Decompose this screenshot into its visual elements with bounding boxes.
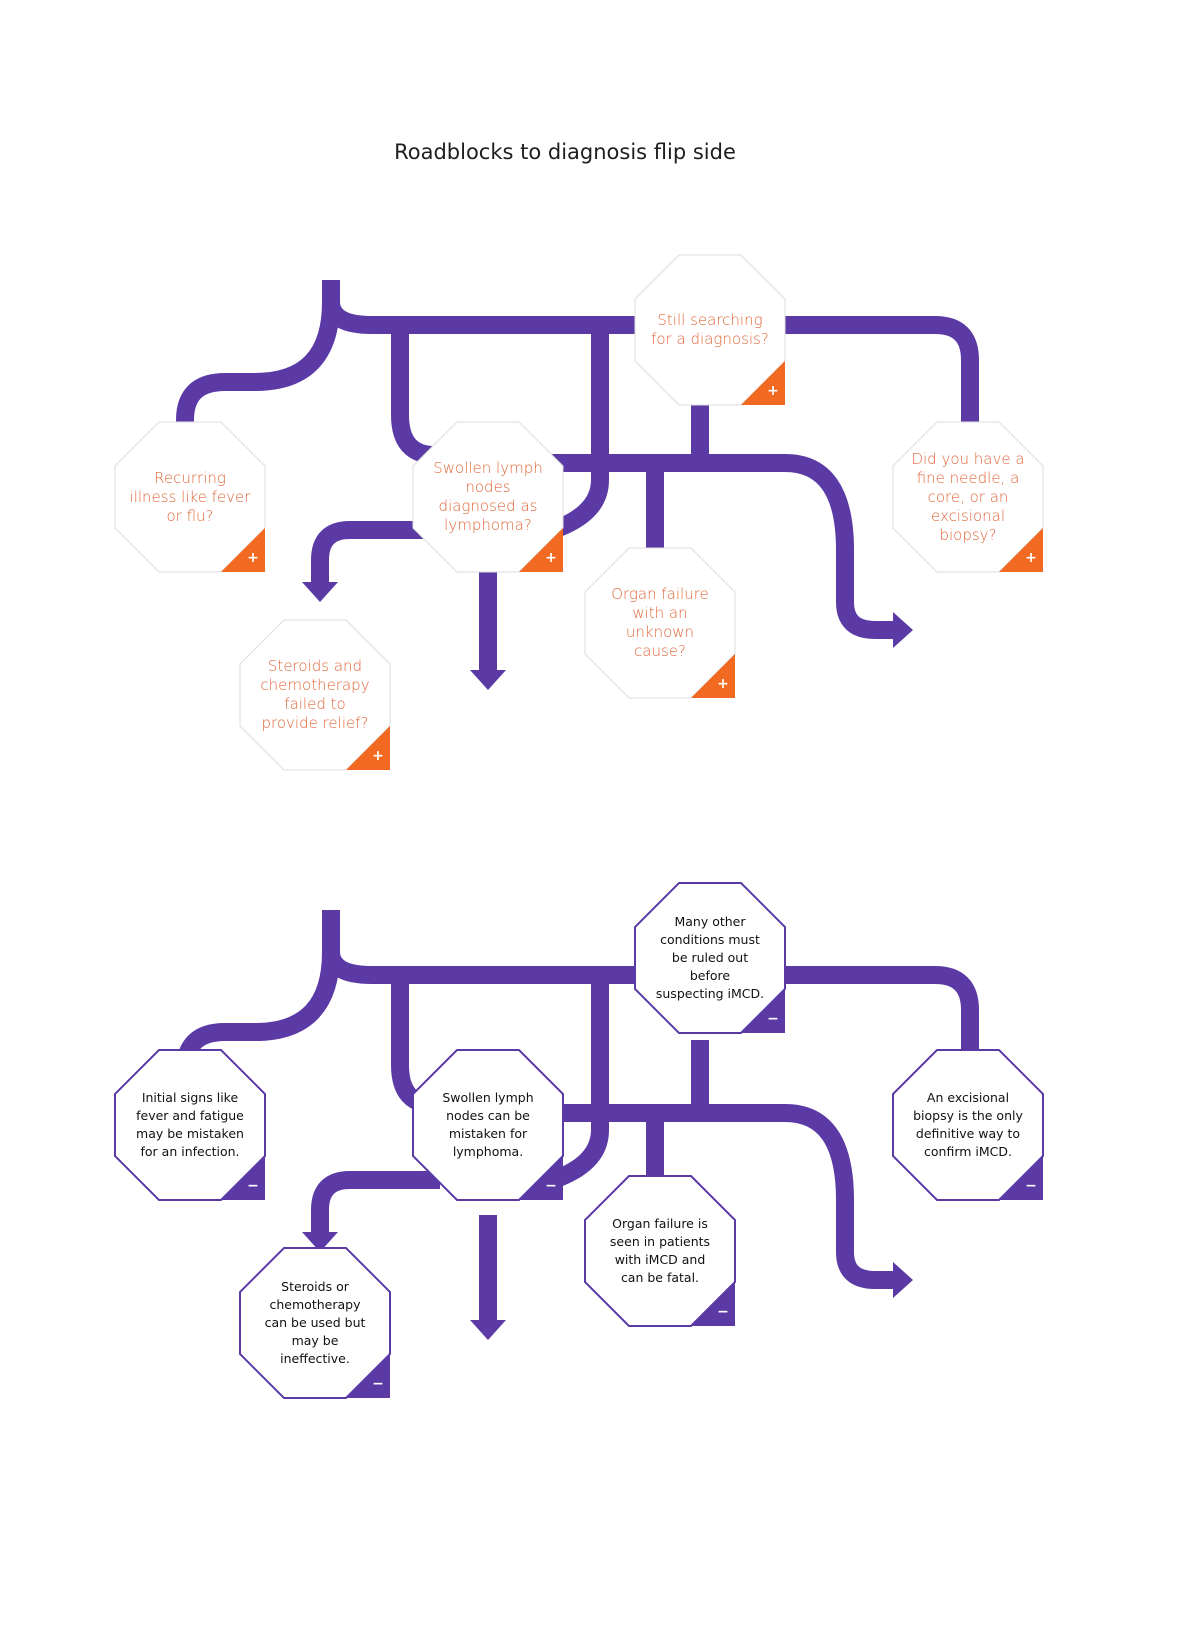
answer-card-still-searching[interactable]: Many other conditions must be ruled out … — [634, 882, 786, 1034]
minus-icon[interactable]: − — [767, 1011, 779, 1027]
answer-text: Many other conditions must be ruled out … — [655, 914, 765, 1001]
minus-icon[interactable]: − — [372, 1376, 384, 1392]
answer-card-recurring-illness[interactable]: Initial signs like fever and fatigue may… — [114, 1049, 266, 1201]
arrow-down — [470, 1320, 506, 1340]
answer-card-fine-needle[interactable]: An excisional biopsy is the only definit… — [892, 1049, 1044, 1201]
question-card-steroids[interactable]: Steroids and chemotherapy failed to prov… — [239, 619, 391, 771]
plus-icon[interactable]: + — [247, 550, 259, 566]
minus-icon[interactable]: − — [717, 1304, 729, 1320]
question-text: Recurring illness like fever or flu? — [129, 468, 251, 525]
answer-text: Steroids or chemotherapy can be used but… — [264, 1279, 366, 1366]
road-right-exit — [545, 1104, 900, 1289]
plus-icon[interactable]: + — [372, 748, 384, 764]
question-text: Did you have a fine needle, a core, or a… — [911, 449, 1025, 544]
answer-card-organ-failure[interactable]: Organ failure is seen in patients with i… — [584, 1175, 736, 1327]
arrow-down — [470, 670, 506, 690]
road-left-branch — [176, 301, 340, 430]
arrow-down-left — [302, 1232, 338, 1252]
question-card-still-searching[interactable]: Still searching for a diagnosis? + — [634, 254, 786, 406]
plus-icon[interactable]: + — [1025, 550, 1037, 566]
arrow-right — [893, 612, 913, 648]
question-card-swollen-lymph[interactable]: Swollen lymph nodes diagnosed as lymphom… — [412, 421, 564, 573]
question-card-recurring-illness[interactable]: Recurring illness like fever or flu? + — [114, 421, 266, 573]
question-card-organ-failure[interactable]: Organ failure with an unknown cause? + — [584, 547, 736, 699]
arrow-right — [893, 1262, 913, 1298]
plus-icon[interactable]: + — [545, 550, 557, 566]
answer-card-steroids[interactable]: Steroids or chemotherapy can be used but… — [239, 1247, 391, 1399]
plus-icon[interactable]: + — [717, 676, 729, 692]
road-right-exit — [545, 454, 900, 639]
question-text: Swollen lymph nodes diagnosed as lymphom… — [433, 459, 543, 534]
minus-icon[interactable]: − — [1025, 1178, 1037, 1194]
plus-icon[interactable]: + — [767, 383, 779, 399]
answer-text: Swollen lymph nodes can be mistaken for … — [442, 1090, 534, 1159]
page-title: Roadblocks to diagnosis flip side — [394, 140, 736, 164]
answer-text: An excisional biopsy is the only definit… — [913, 1090, 1023, 1159]
question-text: Steroids and chemotherapy failed to prov… — [260, 657, 370, 732]
minus-icon[interactable]: − — [545, 1178, 557, 1194]
road-steroids-branch — [311, 521, 440, 585]
answer-card-swollen-lymph[interactable]: Swollen lymph nodes can be mistaken for … — [412, 1049, 564, 1201]
answer-text: Organ failure is seen in patients with i… — [609, 1216, 711, 1285]
arrow-down-left — [302, 582, 338, 602]
question-card-fine-needle[interactable]: Did you have a fine needle, a core, or a… — [892, 421, 1044, 573]
road-steroids-branch — [311, 1171, 440, 1235]
minus-icon[interactable]: − — [247, 1178, 259, 1194]
answer-text: Initial signs like fever and fatigue may… — [136, 1090, 244, 1159]
question-text: Organ failure with an unknown cause? — [611, 585, 709, 660]
question-text: Still searching for a diagnosis? — [651, 311, 769, 348]
